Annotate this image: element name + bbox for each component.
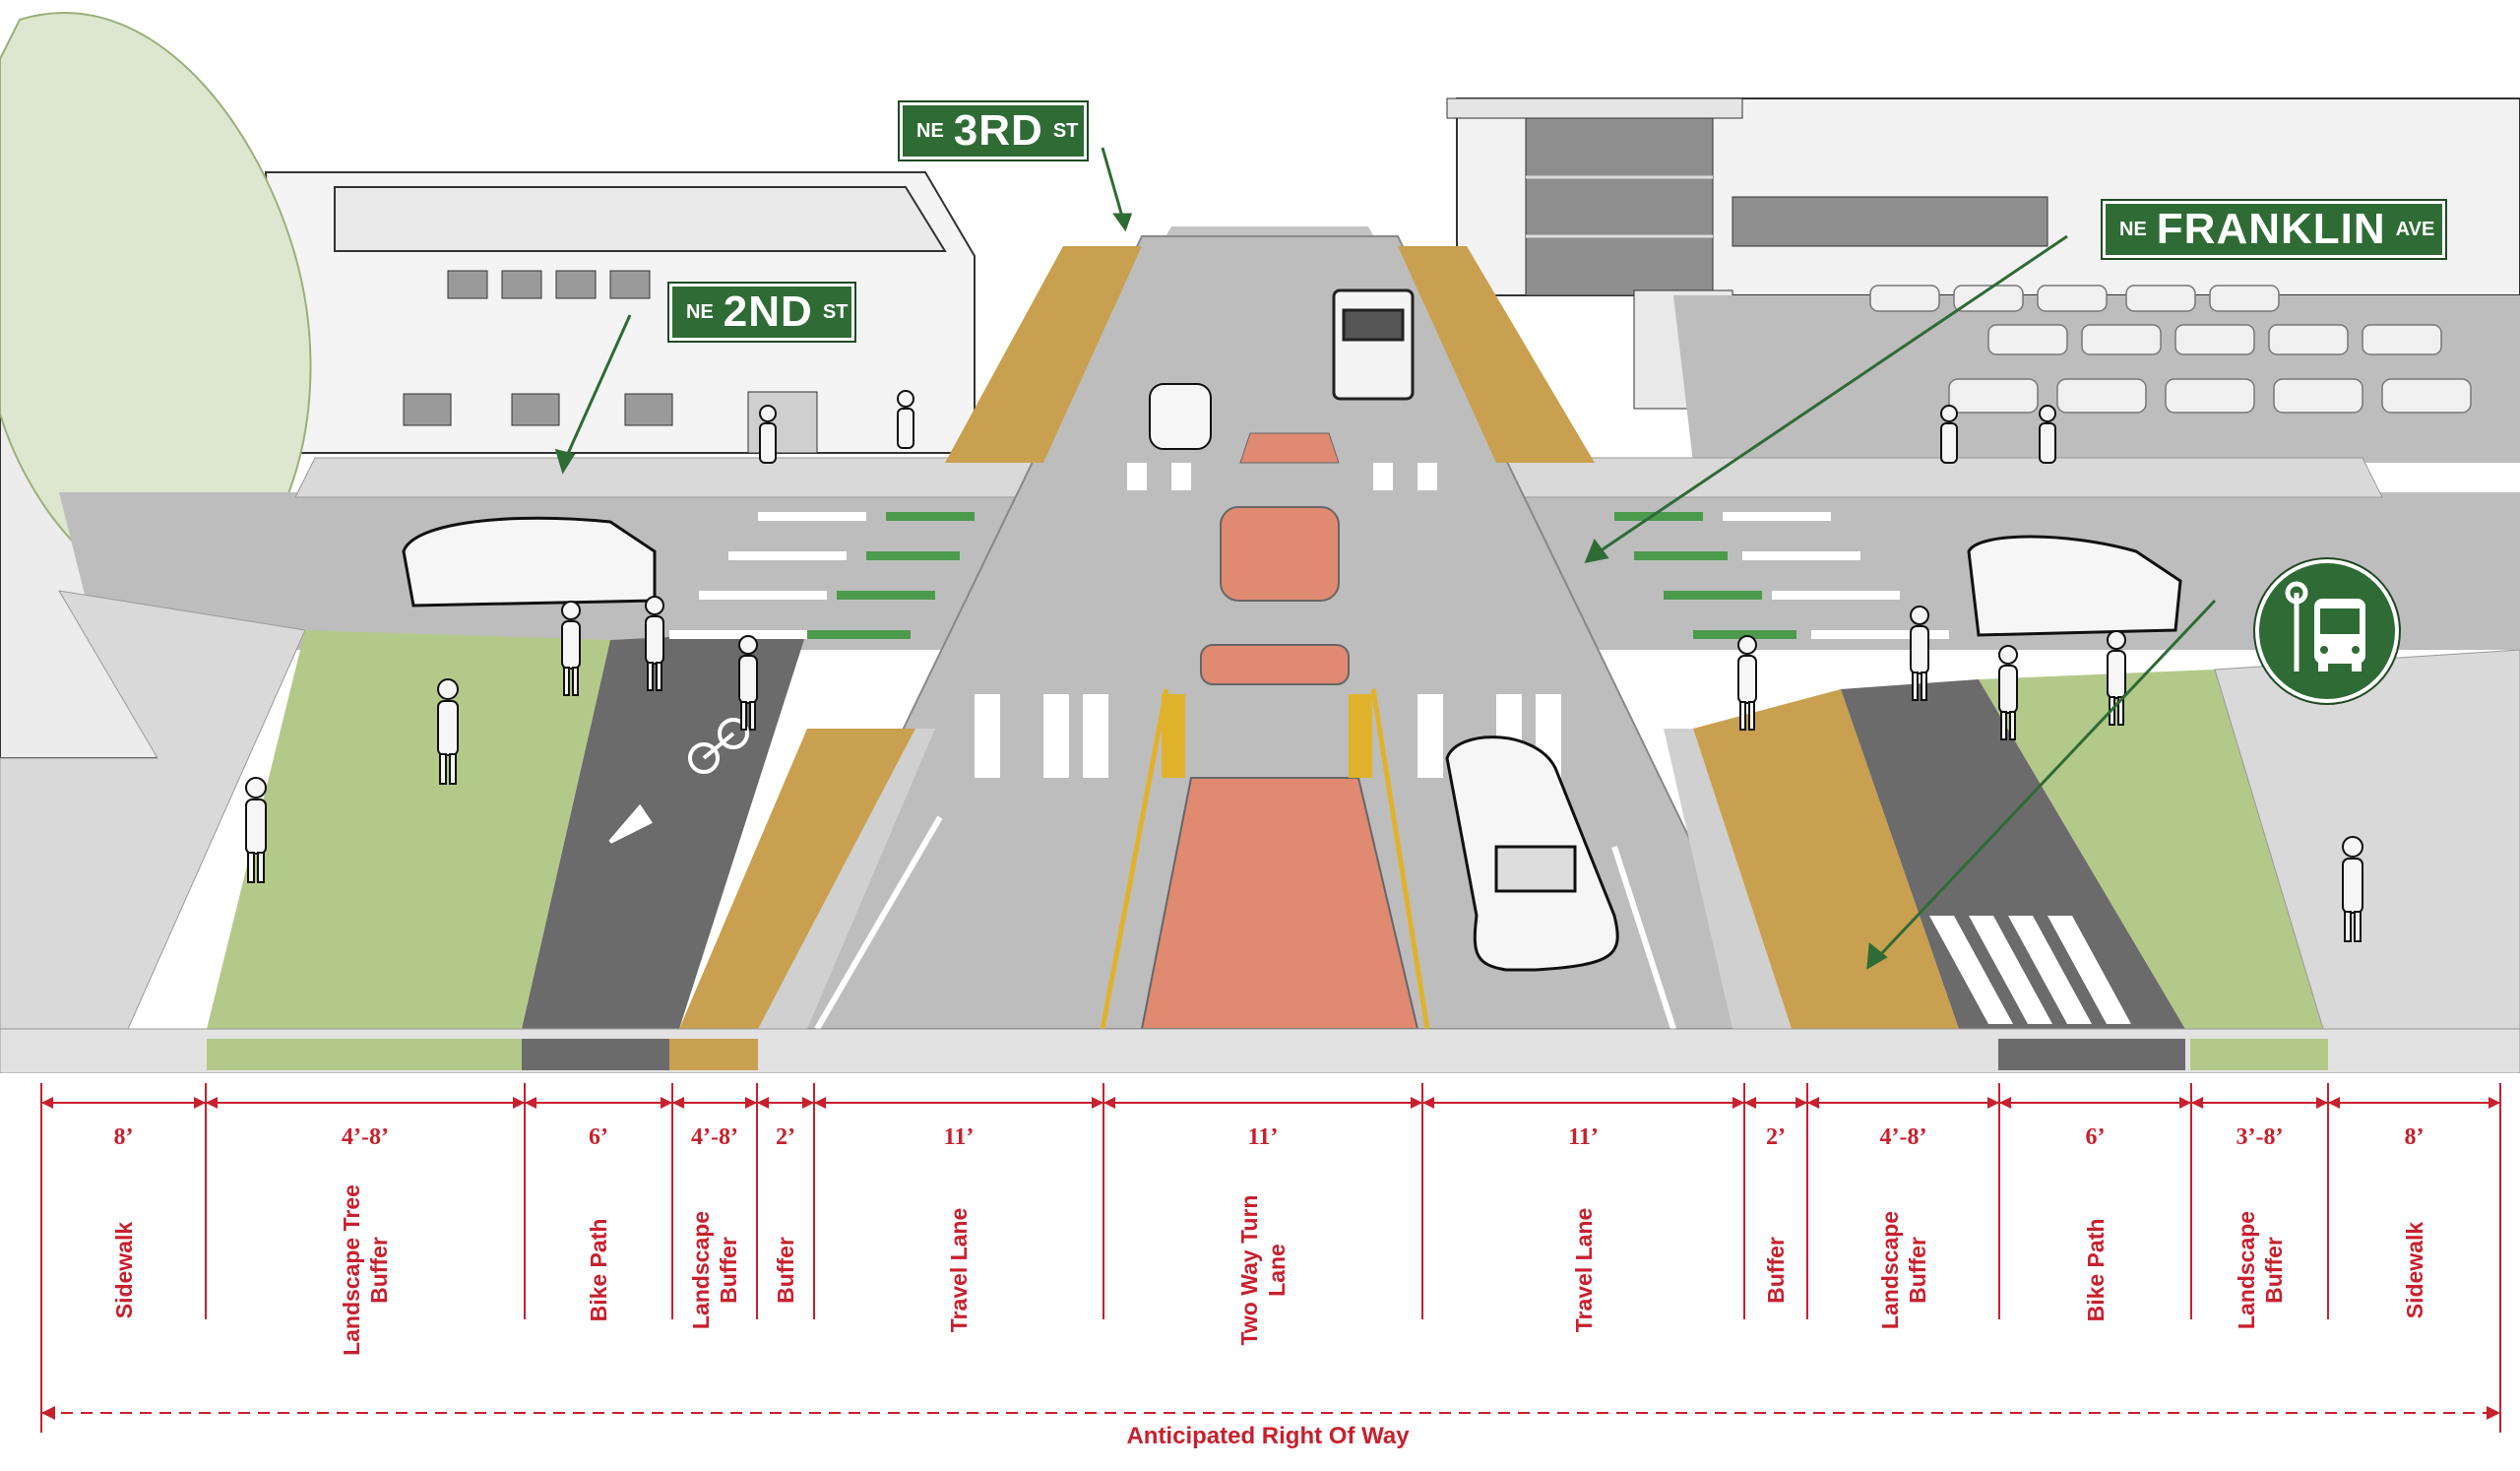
street-scene-illustration: [0, 12, 2520, 1073]
dimension-arrowhead: [513, 1097, 525, 1109]
left-bike-path: [522, 630, 807, 1029]
segment-label: Buffer: [773, 1237, 798, 1304]
segment-label: Bike Path: [586, 1218, 611, 1322]
bike-path-crosswalk: [1929, 916, 2131, 1024]
sign-prefix: NE: [686, 300, 714, 323]
sign-suffix: ST: [822, 300, 849, 323]
dimension-arrowhead: [814, 1097, 826, 1109]
bus-stop-icon: [2253, 557, 2401, 705]
dimension-arrowhead: [1103, 1097, 1115, 1109]
dimension-arrowhead: [1796, 1097, 1807, 1109]
segment-width: 11’: [943, 1124, 975, 1150]
dimension-arrowhead: [1732, 1097, 1744, 1109]
dimension-lines: [40, 1083, 2501, 1433]
segment-label: Sidewalk: [110, 1221, 137, 1319]
dimension-arrowhead: [41, 1097, 53, 1109]
segment-width: 8’: [113, 1124, 134, 1150]
segment-width: 4’-8’: [342, 1124, 389, 1150]
dimension-arrowhead: [2316, 1097, 2328, 1109]
segment-width: 2’: [1766, 1124, 1786, 1150]
pedestrians: [245, 390, 2363, 942]
sign-pointer-arrows: [554, 147, 2217, 970]
segment-width: 3’-8’: [2236, 1124, 2284, 1150]
left-landscape-tree-buffer: [207, 630, 610, 1029]
crosswalk-far: [1127, 463, 1437, 490]
segment-label: Buffer: [1763, 1237, 1789, 1304]
dimension-arrowhead: [661, 1097, 672, 1109]
segment-width: 2’: [776, 1124, 795, 1150]
segment-width: 8’: [2404, 1124, 2425, 1150]
dimension-arrowhead: [1092, 1097, 1103, 1109]
dimension-arrowhead: [1807, 1097, 1819, 1109]
left-curb-buffer: [758, 729, 935, 1029]
segment-width: 11’: [1247, 1124, 1279, 1150]
right-bike-path: [1841, 679, 2185, 1029]
dimension-arrowhead: [2328, 1097, 2340, 1109]
parked-cars: [1869, 285, 2472, 414]
left-landscape-buffer: [679, 729, 915, 1029]
dimension-arrowhead: [2488, 1097, 2500, 1109]
car-right: [1967, 535, 2182, 637]
dimension-arrowhead: [206, 1097, 218, 1109]
segment-width: 11’: [1568, 1124, 1599, 1150]
segment-width: 4’-8’: [691, 1124, 738, 1150]
dimension-arrowhead: [802, 1097, 814, 1109]
right-sidewalk: [2214, 649, 2520, 1030]
segment-label: Bike Path: [2082, 1218, 2109, 1322]
car-far: [1149, 383, 1212, 450]
turn-lane-median-2: [1200, 644, 1350, 685]
segment-width: 4’-8’: [1879, 1124, 1927, 1150]
dimension-arrowhead: [1411, 1097, 1422, 1109]
dimension-arrowhead: [2179, 1097, 2191, 1109]
street-sign-ne-3rd-st: NE 3RD ST: [898, 100, 1089, 161]
crosswalk-right-side: [1614, 512, 1949, 639]
bike-lane-symbol: [608, 718, 749, 844]
segment-label: Travel Lane: [1570, 1207, 1597, 1333]
dimension-arrowhead: [41, 1406, 55, 1420]
right-of-way-label: Anticipated Right Of Way: [1126, 1423, 1410, 1449]
dimension-arrowhead: [757, 1097, 769, 1109]
turn-lane-median-1: [1220, 506, 1340, 602]
right-curb-buffer: [1664, 729, 1792, 1029]
sign-prefix: NE: [2119, 218, 2147, 240]
segment-label: Travel Lane: [946, 1207, 972, 1333]
segment-label: Sidewalk: [2401, 1221, 2427, 1319]
car-left: [402, 516, 657, 608]
street-sign-ne-2nd-st: NE 2ND ST: [667, 282, 856, 343]
dimension-arrowhead: [672, 1097, 684, 1109]
segment-width: 6’: [589, 1124, 608, 1150]
dimension-arrowhead: [745, 1097, 757, 1109]
dimension-arrowhead: [1744, 1097, 1756, 1109]
sign-prefix: NE: [916, 119, 944, 142]
sign-name: 2ND: [723, 288, 813, 336]
sign-name: FRANKLIN: [2156, 205, 2386, 253]
segment-width: 6’: [2085, 1124, 2106, 1150]
dimension-arrowhead: [1422, 1097, 1434, 1109]
turn-lane-far: [1239, 432, 1340, 464]
crosswalk-left-side: [669, 512, 975, 639]
far-right-buffer: [1398, 246, 1595, 463]
left-building: [264, 171, 976, 454]
sign-suffix: ST: [1052, 119, 1079, 142]
street-sign-ne-franklin-ave: NE FRANKLIN AVE: [2101, 199, 2447, 260]
dimension-arrowhead: [194, 1097, 206, 1109]
dimension-arrowhead: [2191, 1097, 2203, 1109]
dimension-arrowhead: [1987, 1097, 1999, 1109]
sign-suffix: AVE: [2395, 218, 2435, 240]
car-near: [1445, 736, 1619, 972]
sign-name: 3RD: [953, 106, 1043, 155]
dimension-arrowhead: [2487, 1406, 2500, 1420]
dimension-arrowhead: [1999, 1097, 2011, 1109]
dimension-arrowhead: [525, 1097, 536, 1109]
bus: [1332, 288, 1415, 401]
far-left-buffer: [945, 246, 1142, 463]
